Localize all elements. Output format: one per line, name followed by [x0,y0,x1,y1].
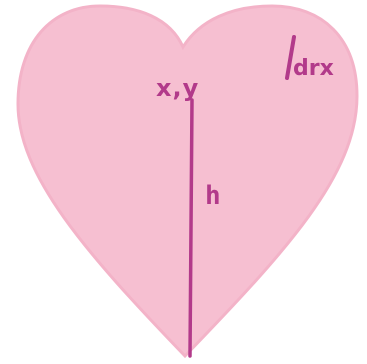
point-label: x,y [156,76,199,100]
height-label: h [205,183,221,209]
drx-label: drx [293,58,334,80]
height-line [190,100,192,356]
